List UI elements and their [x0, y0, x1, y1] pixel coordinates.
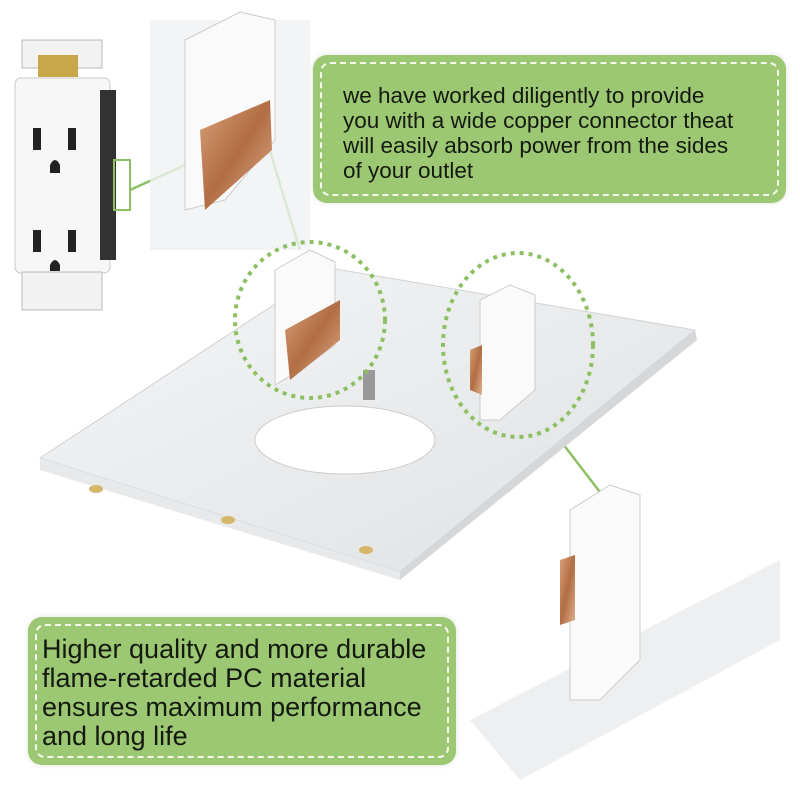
- cover-plate: [38, 249, 697, 580]
- highlight-circle-left: [233, 240, 387, 400]
- copper-connector-callout: we have worked diligently to provide you…: [313, 55, 786, 203]
- callout-text: we have worked diligently to provide you…: [343, 83, 734, 183]
- zoom-tab-bottom: [470, 484, 780, 780]
- dashed-border: [35, 624, 449, 758]
- outlet-illustration: [14, 39, 131, 311]
- callout-text: Higher quality and more durable flame-re…: [42, 634, 427, 751]
- zoom-tab-top: [150, 11, 310, 250]
- highlight-circle-right: [441, 251, 595, 439]
- material-callout: Higher quality and more durable flame-re…: [28, 617, 456, 765]
- dashed-border: [320, 62, 779, 196]
